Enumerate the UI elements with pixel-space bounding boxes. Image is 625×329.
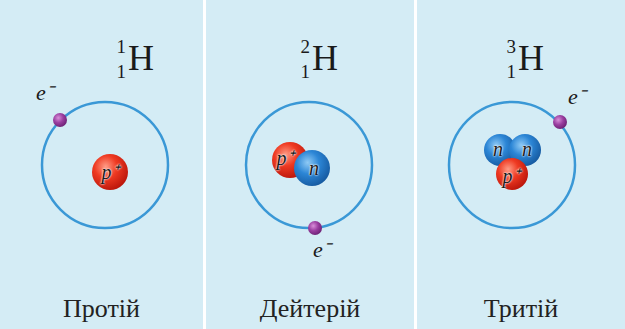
- atomic-number: 1: [117, 62, 127, 81]
- neutron-sphere-circle: [294, 150, 330, 186]
- isotope-name: Тритій: [484, 296, 558, 322]
- proton-sphere: p⁺: [496, 158, 528, 190]
- proton-sphere-circle: [92, 154, 128, 190]
- electron-label: e⁻: [36, 82, 53, 104]
- mass-number: 1: [117, 37, 127, 56]
- mass-number: 3: [507, 37, 517, 56]
- particle-label: n: [309, 158, 319, 178]
- atomic-number: 1: [301, 62, 311, 81]
- electron-dot-shape: [553, 115, 567, 129]
- electron-dot-circle: [553, 115, 567, 129]
- electron-orbit: [449, 102, 575, 228]
- particle-label: p⁺: [102, 162, 119, 182]
- electron-dot-circle: [308, 221, 322, 235]
- particle-label: n: [493, 139, 503, 159]
- isotope-name: Протій: [63, 296, 140, 322]
- particle-label: n: [522, 139, 532, 159]
- proton-sphere-circle: [496, 158, 528, 190]
- electron-label: e⁻: [313, 239, 330, 261]
- electron-dot-shape: [308, 221, 322, 235]
- atomic-number: 1: [507, 62, 517, 81]
- neutron-sphere: n: [294, 150, 330, 186]
- panel-ground: [417, 0, 625, 329]
- element-symbol: H: [128, 40, 154, 76]
- electron-dot-circle: [53, 113, 67, 127]
- electron-dot: e⁻: [308, 221, 322, 235]
- element-symbol: H: [518, 40, 544, 76]
- isotope-panel: 2 1H Дейтерій p⁺ n e⁻: [206, 0, 414, 329]
- electron-orbit: [42, 102, 168, 228]
- element-symbol: H: [312, 40, 338, 76]
- electron-orbit: [246, 102, 372, 228]
- isotope-name: Дейтерій: [260, 296, 361, 322]
- panel-ground: [0, 0, 203, 329]
- isotope-panel: 1 1H Протій e⁻ p⁺: [0, 0, 203, 329]
- mass-number: 2: [301, 37, 311, 56]
- electron-dot: e⁻: [53, 113, 67, 127]
- proton-sphere: p⁺: [92, 154, 128, 190]
- electron-label: e⁻: [568, 86, 585, 108]
- particle-label: p⁺: [277, 148, 294, 168]
- electron-dot-shape: [53, 113, 67, 127]
- panel-ground: [206, 0, 414, 329]
- particle-label: p⁺: [503, 166, 520, 186]
- isotope-panel: 3 1H Тритій e⁻ nnp⁺: [417, 0, 625, 329]
- electron-dot: e⁻: [553, 115, 567, 129]
